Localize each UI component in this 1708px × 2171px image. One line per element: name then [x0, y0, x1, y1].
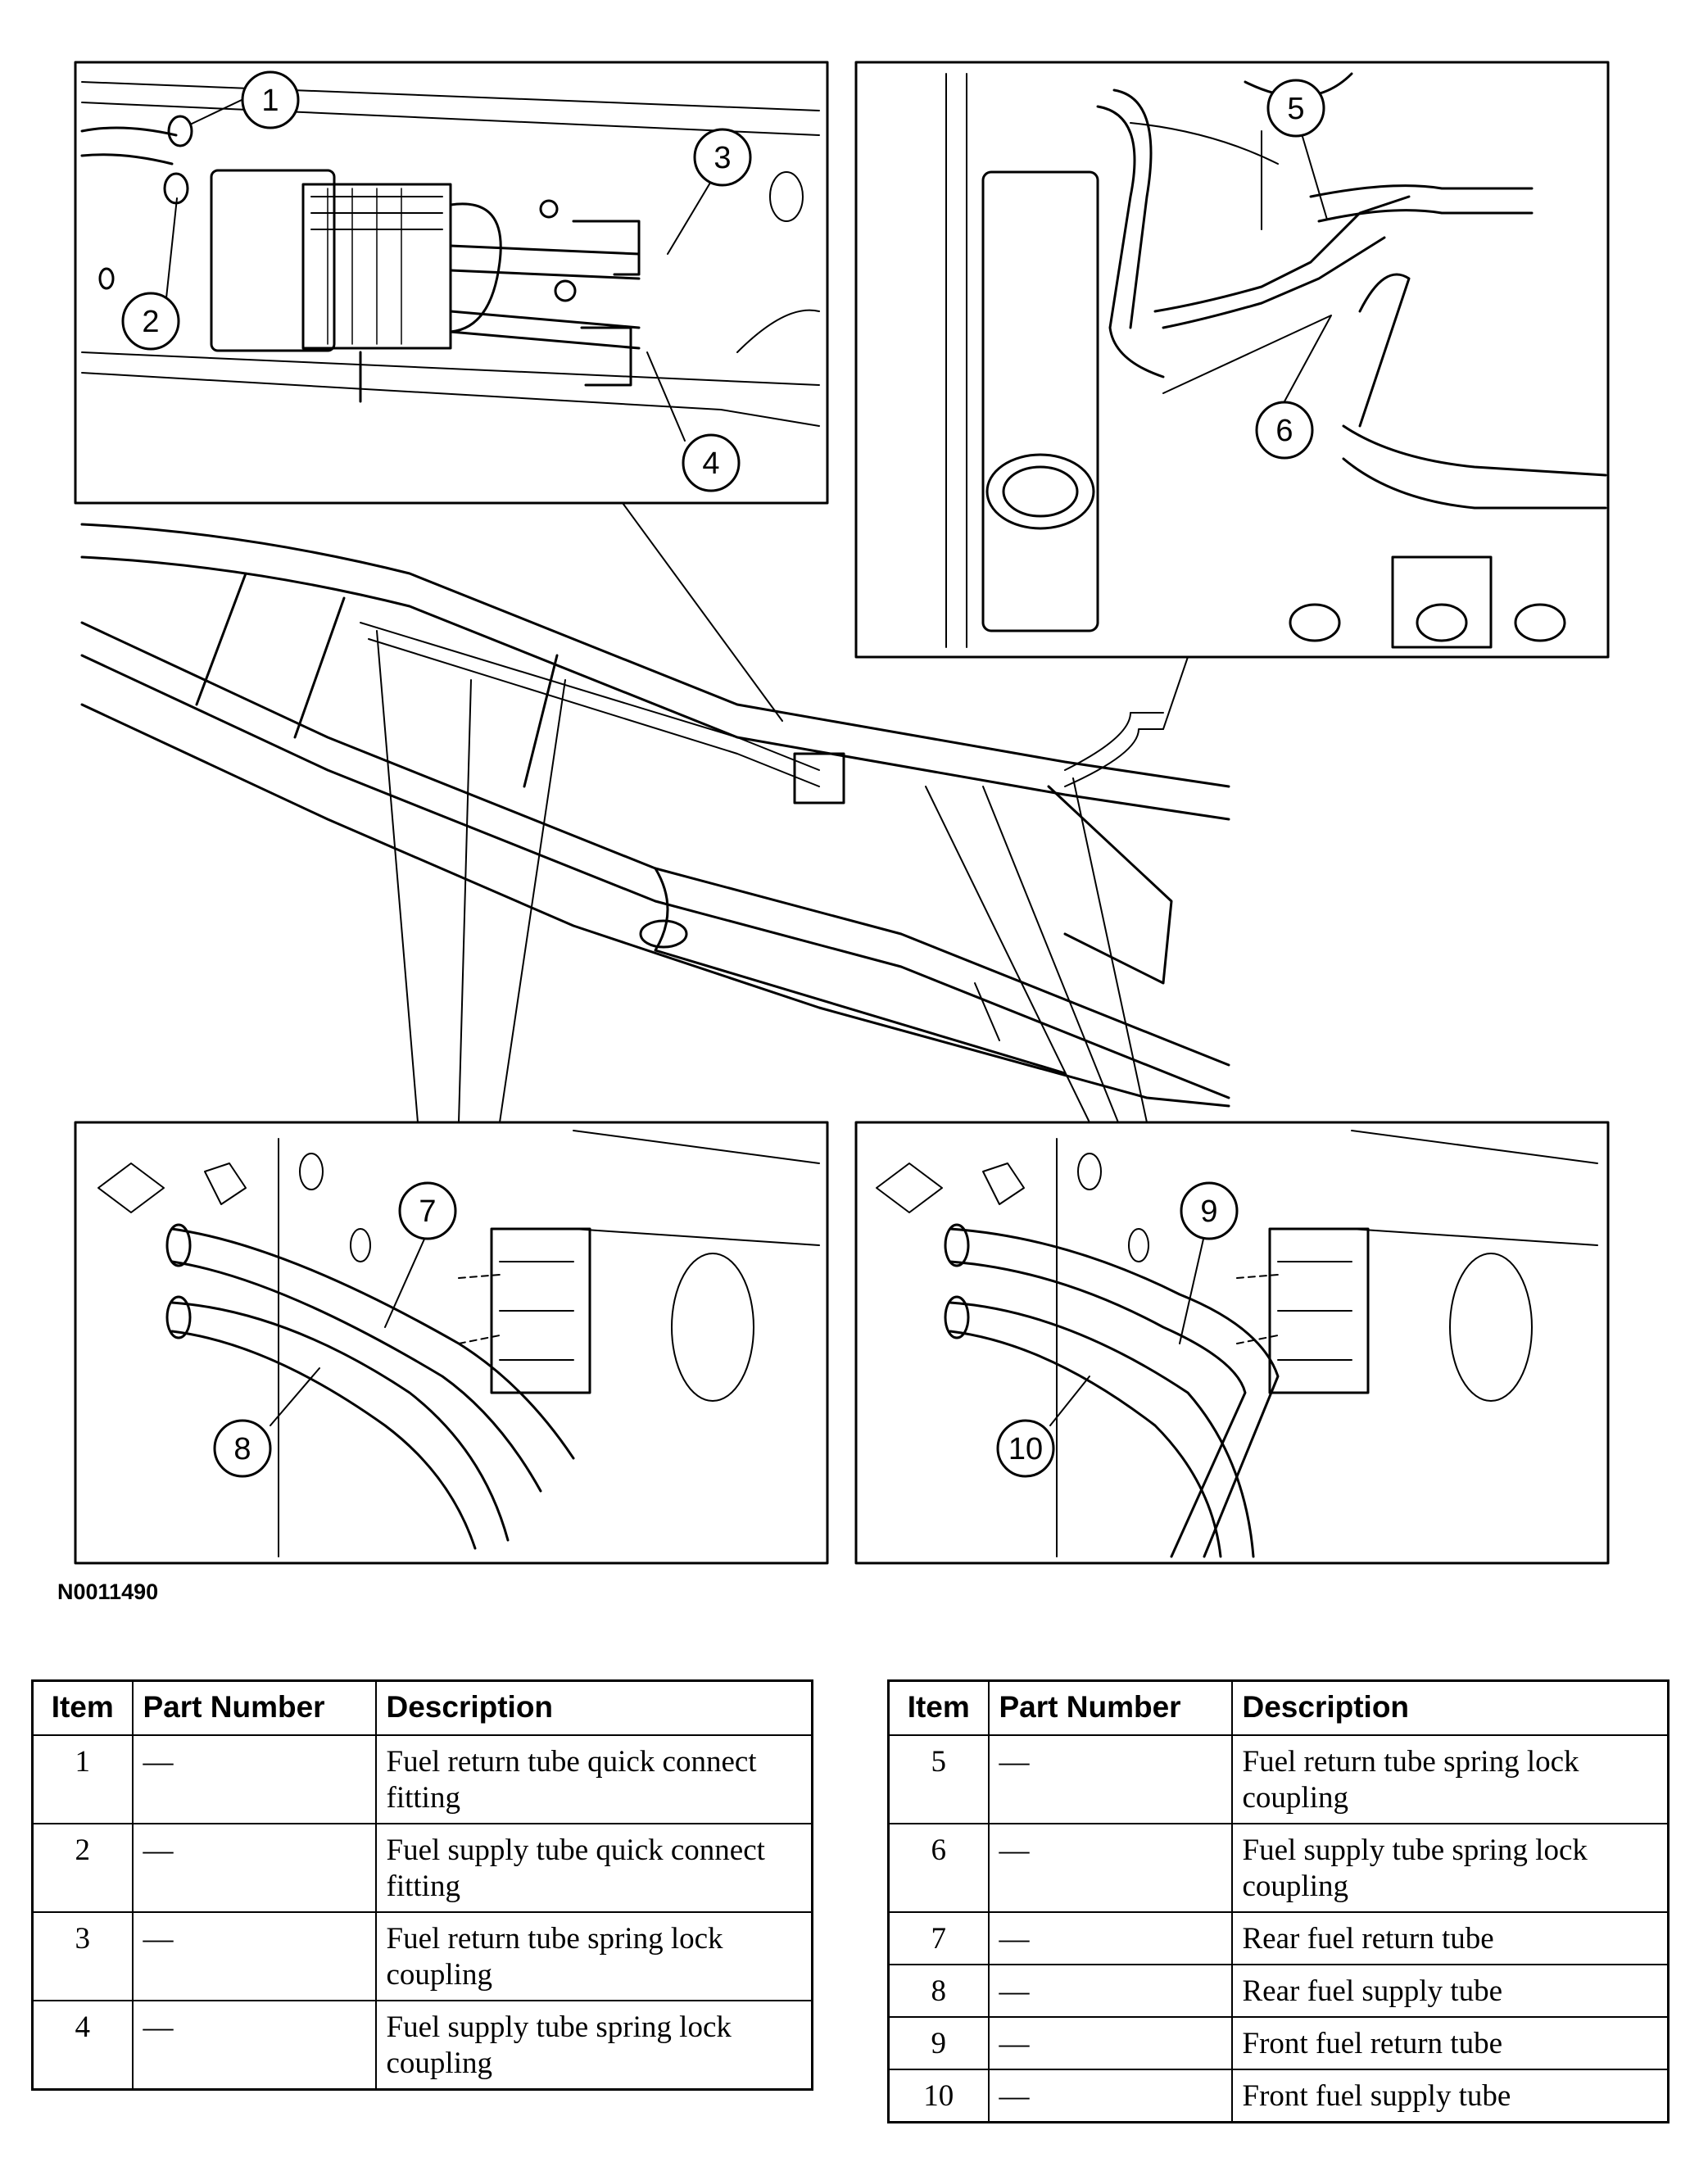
part-number-cell: — — [987, 1911, 1233, 1965]
svg-text:2: 2 — [142, 305, 159, 339]
description-cell: Front fuel return tube — [1230, 2016, 1669, 2070]
svg-text:1: 1 — [261, 84, 279, 118]
item-cell: 7 — [887, 1911, 990, 1965]
table-row: 6 — Fuel supply tube spring lock couplin… — [887, 1823, 1669, 1913]
item-cell: 1 — [31, 1734, 134, 1824]
table-header-row: Item Part Number Description — [31, 1679, 813, 1736]
callout-5: 5 — [1266, 79, 1325, 138]
callout-3: 3 — [693, 128, 752, 187]
callout-10: 10 — [996, 1419, 1055, 1478]
detail-panel-fuel-module — [74, 61, 829, 505]
description-cell: Fuel return tube spring lock coupling — [1230, 1734, 1669, 1824]
part-number-cell: — — [987, 2069, 1233, 2123]
callout-9: 9 — [1180, 1181, 1239, 1240]
parts-table-right: Item Part Number Description 5 — Fuel re… — [887, 1679, 1669, 2123]
part-number-cell: — — [131, 1911, 377, 2001]
callout-4: 4 — [682, 433, 741, 492]
svg-text:9: 9 — [1200, 1194, 1217, 1229]
item-cell: 8 — [887, 1964, 990, 2018]
frame-overview — [80, 502, 1230, 1123]
svg-text:6: 6 — [1275, 414, 1293, 448]
parts-table-left: Item Part Number Description 1 — Fuel re… — [31, 1679, 813, 2091]
part-number-cell: — — [987, 1964, 1233, 2018]
item-cell: 4 — [31, 2000, 134, 2091]
table-row: 9 — Front fuel return tube — [887, 2016, 1669, 2070]
table-row: 3 — Fuel return tube spring lock couplin… — [31, 1911, 813, 2001]
table-row: 2 — Fuel supply tube quick connect fitti… — [31, 1823, 813, 1913]
table-row: 10 — Front fuel supply tube — [887, 2069, 1669, 2123]
detail-panel-engine-fittings — [854, 61, 1610, 659]
item-cell: 6 — [887, 1823, 990, 1913]
table-row: 4 — Fuel supply tube spring lock couplin… — [31, 2000, 813, 2091]
table-header-row: Item Part Number Description — [887, 1679, 1669, 1736]
part-number-cell: — — [987, 1823, 1233, 1913]
fuel-line-diagram: 1 2 3 4 5 6 7 8 9 10 — [74, 61, 1610, 1565]
description-cell: Fuel supply tube spring lock coupling — [1230, 1823, 1669, 1913]
part-number-cell: — — [131, 1823, 377, 1913]
svg-text:10: 10 — [1008, 1432, 1043, 1466]
figure-id: N0011490 — [57, 1580, 159, 1604]
description-cell: Fuel return tube spring lock coupling — [374, 1911, 813, 2001]
callout-6: 6 — [1255, 401, 1314, 460]
part-number-cell: — — [131, 2000, 377, 2091]
svg-text:3: 3 — [714, 141, 731, 175]
callout-2: 2 — [121, 292, 180, 351]
description-cell: Rear fuel supply tube — [1230, 1964, 1669, 2018]
header-part-number: Part Number — [987, 1679, 1233, 1736]
callout-7: 7 — [398, 1181, 457, 1240]
table-row: 5 — Fuel return tube spring lock couplin… — [887, 1734, 1669, 1824]
header-item: Item — [31, 1679, 134, 1736]
table-row: 7 — Rear fuel return tube — [887, 1911, 1669, 1965]
svg-text:5: 5 — [1287, 92, 1304, 126]
header-part-number: Part Number — [131, 1679, 377, 1736]
item-cell: 3 — [31, 1911, 134, 2001]
item-cell: 5 — [887, 1734, 990, 1824]
detail-panel-rear-tubes — [74, 1121, 829, 1565]
description-cell: Fuel supply tube quick connect fitting — [374, 1823, 813, 1913]
description-cell: Fuel supply tube spring lock coupling — [374, 2000, 813, 2091]
detail-panel-front-tubes — [854, 1121, 1610, 1565]
table-row: 8 — Rear fuel supply tube — [887, 1964, 1669, 2018]
callout-8: 8 — [213, 1419, 272, 1478]
callout-1: 1 — [241, 70, 300, 129]
part-number-cell: — — [987, 1734, 1233, 1824]
table-row: 1 — Fuel return tube quick connect fitti… — [31, 1734, 813, 1824]
header-item: Item — [887, 1679, 990, 1736]
header-description: Description — [374, 1679, 813, 1736]
description-cell: Rear fuel return tube — [1230, 1911, 1669, 1965]
svg-text:4: 4 — [702, 446, 719, 481]
svg-text:7: 7 — [419, 1194, 436, 1229]
item-cell: 9 — [887, 2016, 990, 2070]
description-cell: Front fuel supply tube — [1230, 2069, 1669, 2123]
item-cell: 2 — [31, 1823, 134, 1913]
part-number-cell: — — [987, 2016, 1233, 2070]
item-cell: 10 — [887, 2069, 990, 2123]
header-description: Description — [1230, 1679, 1669, 1736]
part-number-cell: — — [131, 1734, 377, 1824]
description-cell: Fuel return tube quick connect fitting — [374, 1734, 813, 1824]
svg-text:8: 8 — [233, 1432, 251, 1466]
